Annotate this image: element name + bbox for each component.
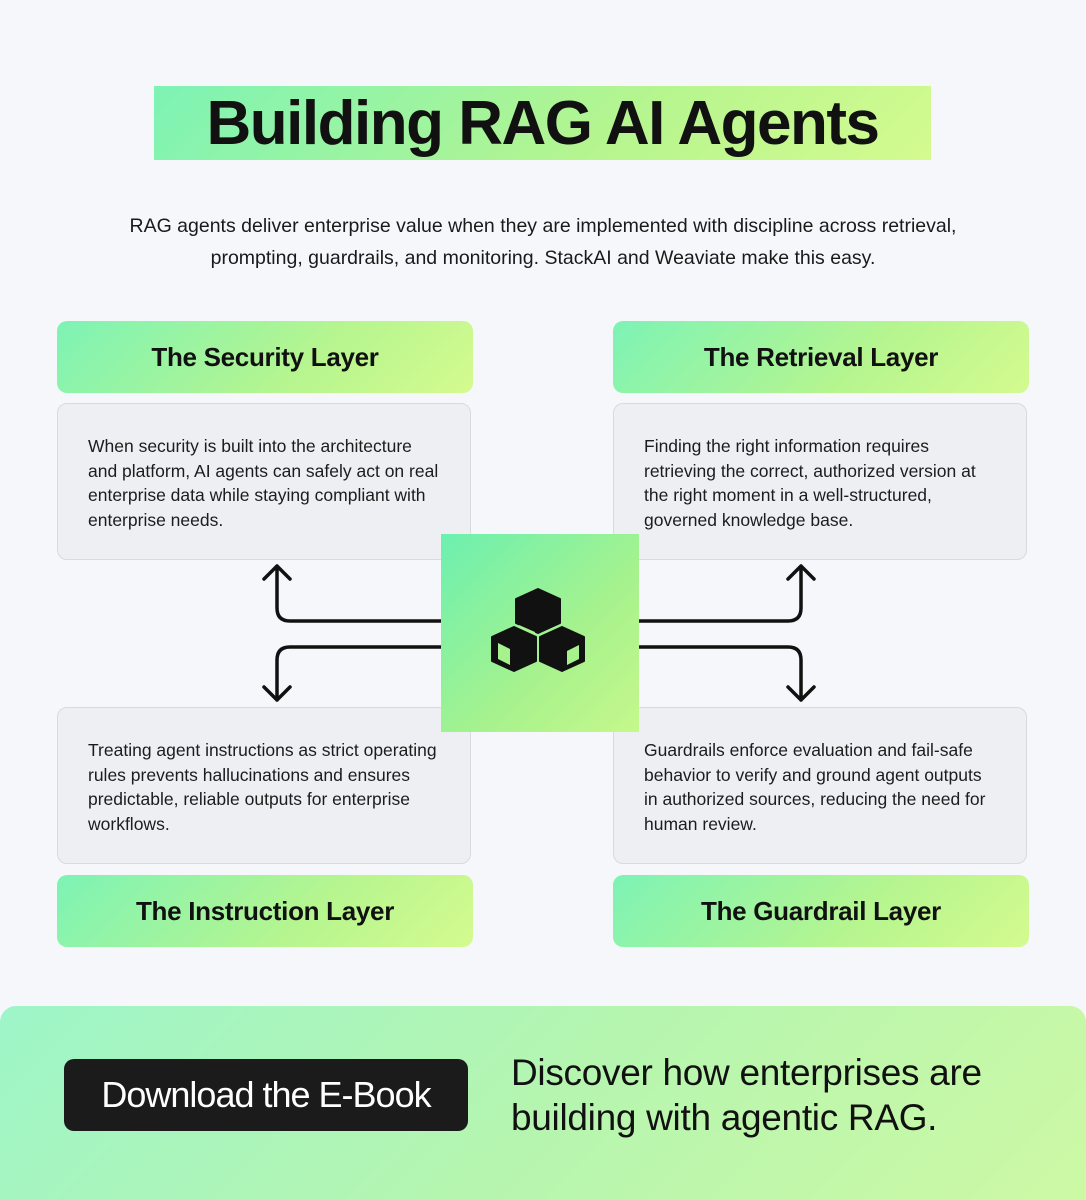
arrow-to-guardrail — [637, 645, 816, 702]
guardrail-layer-header: The Guardrail Layer — [613, 875, 1029, 947]
arrow-to-retrieval — [637, 564, 816, 623]
stacked-cubes-icon — [491, 588, 585, 672]
page-title: Building RAG AI Agents — [206, 88, 880, 158]
central-hub — [441, 534, 639, 732]
security-layer-card: When security is built into the architec… — [57, 403, 471, 560]
instruction-layer-title: The Instruction Layer — [135, 895, 395, 926]
instruction-layer-header: The Instruction Layer — [57, 875, 473, 947]
retrieval-layer-card: Finding the right information requires r… — [613, 403, 1027, 560]
intro-text: RAG agents deliver enterprise value when… — [129, 215, 957, 269]
security-layer-header: The Security Layer — [57, 321, 473, 393]
cta-text: Discover how enterprises are building wi… — [511, 1052, 982, 1138]
guardrail-layer-title: The Guardrail Layer — [701, 895, 941, 926]
download-ebook-button[interactable]: Download the E-Book — [64, 1059, 468, 1131]
connector-arrows — [262, 564, 816, 702]
cta-footer: Download the E-Book Discover how enterpr… — [0, 1006, 1086, 1200]
instruction-layer-card: Treating agent instructions as strict op… — [57, 707, 471, 864]
title-banner: Building RAG AI Agents — [154, 86, 931, 160]
guardrail-layer-card: Guardrails enforce evaluation and fail-s… — [613, 707, 1027, 864]
retrieval-layer-title: The Retrieval Layer — [703, 341, 939, 372]
security-layer-title: The Security Layer — [151, 341, 379, 372]
retrieval-layer-header: The Retrieval Layer — [613, 321, 1029, 393]
arrow-to-instruction — [262, 645, 443, 702]
arrow-to-security — [262, 564, 443, 623]
